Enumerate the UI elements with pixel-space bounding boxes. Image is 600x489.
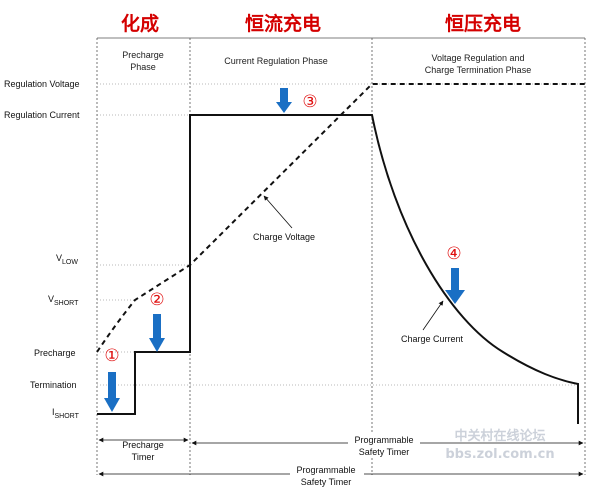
charge-current-leader	[422, 300, 444, 331]
label-precharge-level: Precharge	[34, 348, 76, 358]
svg-text:Charge Termination Phase: Charge Termination Phase	[425, 65, 531, 75]
svg-text:Safety Timer: Safety Timer	[359, 447, 410, 457]
watermark: 中关村在线论坛 bbs.zol.com.cn	[445, 428, 554, 462]
blue-arrow-3	[276, 88, 292, 113]
safety-timer-upper-label: Programmable Safety Timer	[348, 432, 420, 457]
heading-constant-voltage-cn: 恒压充电	[445, 12, 521, 35]
label-regulation-voltage: Regulation Voltage	[4, 79, 80, 89]
level-guides	[97, 83, 585, 386]
charge-voltage-leader	[263, 195, 293, 229]
svg-text:Voltage Regulation and: Voltage Regulation and	[431, 53, 524, 63]
svg-text:Programmable: Programmable	[296, 465, 355, 475]
precharge-timer-label: Precharge Timer	[122, 440, 164, 462]
label-regulation-current: Regulation Current	[4, 110, 80, 120]
svg-text:中关村在线论坛: 中关村在线论坛	[454, 428, 545, 444]
label-ishort: ISHORT	[52, 407, 80, 420]
svg-text:Precharge: Precharge	[122, 50, 164, 60]
charge-voltage-curve	[96, 83, 585, 353]
phase-current-regulation-title: Current Regulation Phase	[224, 56, 328, 66]
svg-text:Timer: Timer	[132, 452, 155, 462]
label-vlow: VLOW	[56, 253, 78, 266]
safety-timer-lower-label: Programmable Safety Timer	[290, 463, 364, 487]
phase-precharge-title: Precharge Phase	[122, 50, 164, 72]
phase-voltage-regulation-title: Voltage Regulation and Charge Terminatio…	[425, 53, 531, 75]
charge-current-curve	[97, 114, 579, 424]
blue-arrow-4	[445, 268, 465, 304]
marker-1: ①	[104, 346, 119, 366]
svg-text:bbs.zol.com.cn: bbs.zol.com.cn	[445, 447, 554, 462]
blue-arrow-2	[149, 314, 165, 352]
svg-text:Safety Timer: Safety Timer	[301, 477, 352, 487]
label-vshort: VSHORT	[48, 294, 79, 307]
label-termination: Termination	[30, 380, 77, 390]
label-charge-current: Charge Current	[401, 334, 464, 344]
heading-precharge-cn: 化成	[121, 12, 159, 35]
marker-3: ③	[302, 92, 317, 112]
svg-text:Precharge: Precharge	[122, 440, 164, 450]
marker-4: ④	[446, 244, 461, 264]
svg-text:Phase: Phase	[130, 62, 156, 72]
heading-constant-current-cn: 恒流充电	[245, 12, 321, 35]
phase-dividers	[96, 38, 586, 475]
marker-2: ②	[149, 290, 164, 310]
label-charge-voltage: Charge Voltage	[253, 232, 315, 242]
svg-text:Programmable: Programmable	[354, 435, 413, 445]
blue-arrow-1	[104, 372, 120, 412]
